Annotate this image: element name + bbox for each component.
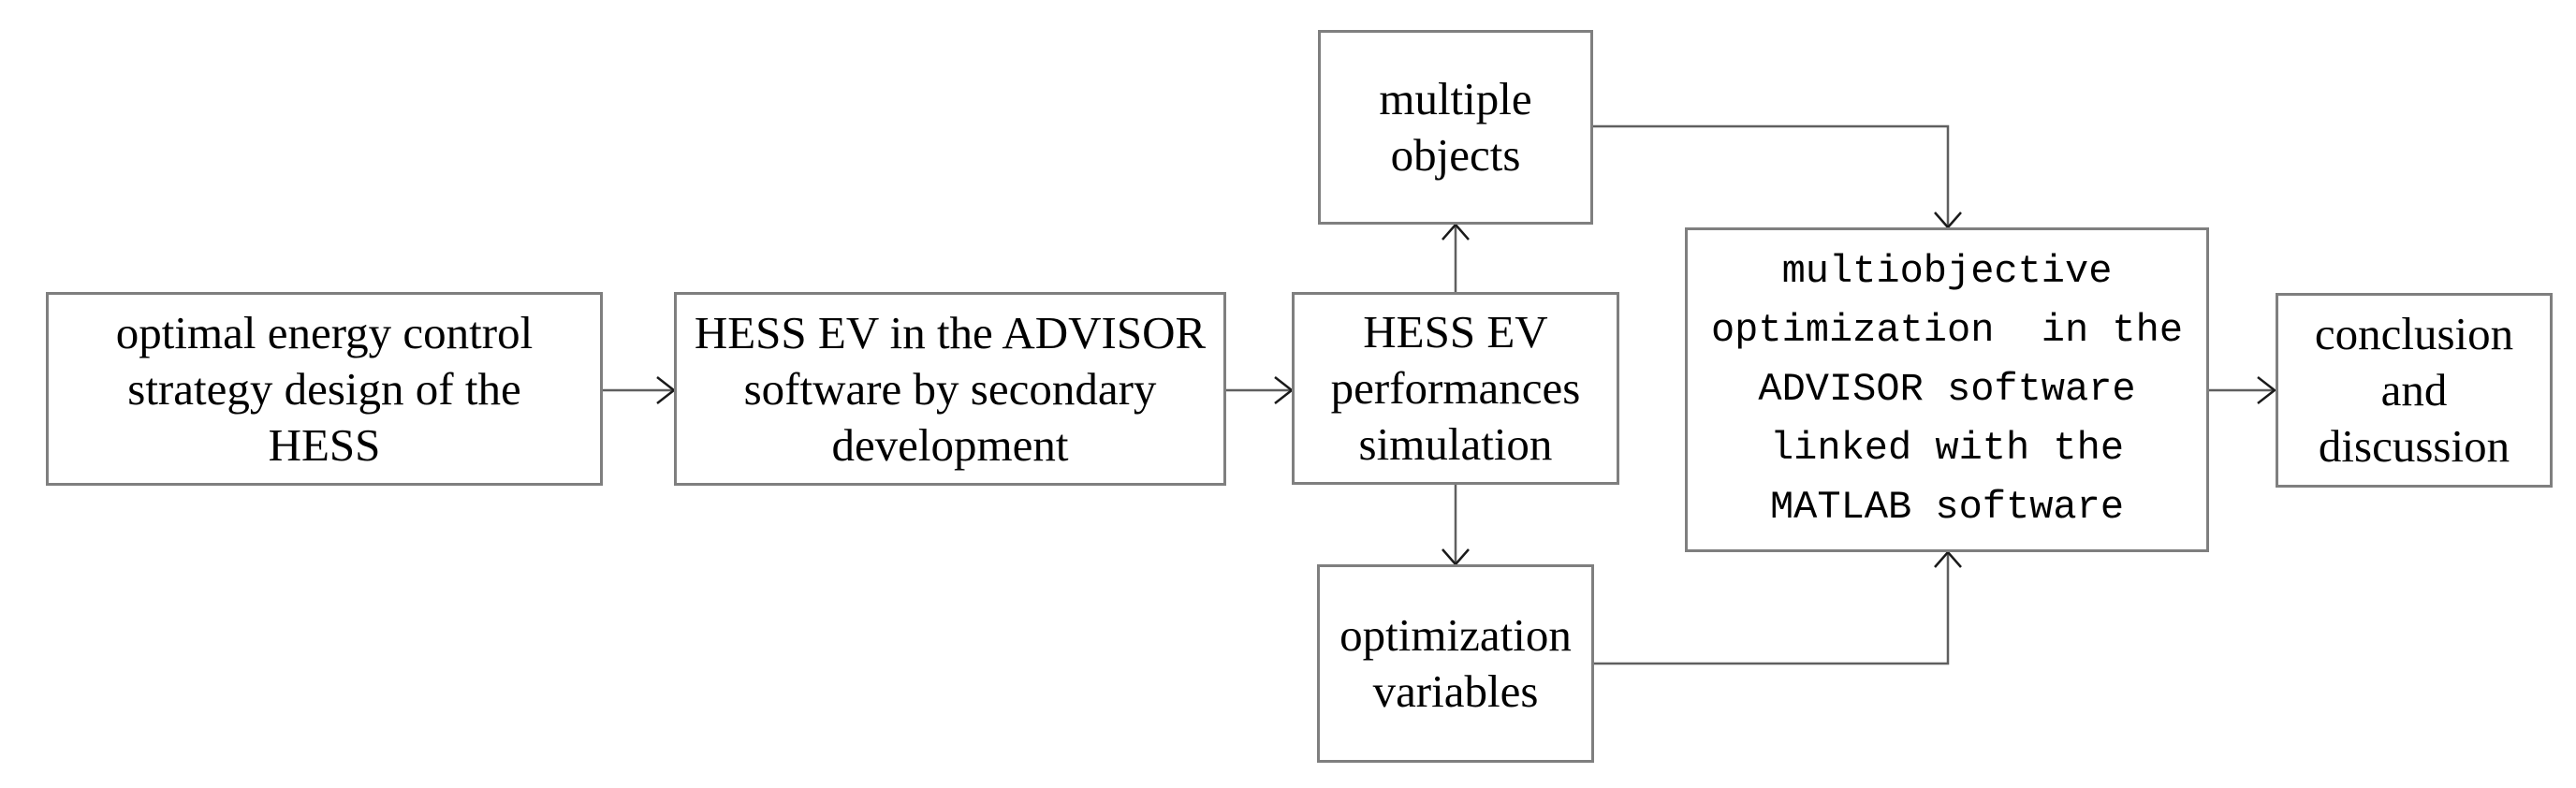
node-conclusion-discussion-label: conclusion and discussion	[2314, 308, 2514, 472]
node-optimal-energy-control: optimal energy control strategy design o…	[46, 292, 603, 486]
arrow-head-up-icon	[1442, 223, 1470, 241]
node-hess-ev-advisor-development: HESS EV in the ADVISOR software by secon…	[674, 292, 1226, 486]
edge-optimization-variables-to-multiobjective	[1594, 554, 1950, 665]
node-hess-ev-performances-simulation: HESS EV performances simulation	[1292, 292, 1619, 485]
arrow-head-up-icon	[1934, 550, 1962, 568]
node-multiobjective-optimization-label: multiobjective optimization in the ADVIS…	[1710, 249, 2184, 530]
node-multiobjective-optimization: multiobjective optimization in the ADVIS…	[1685, 227, 2209, 552]
node-optimal-energy-control-label: optimal energy control strategy design o…	[115, 306, 534, 471]
edge-multiple-objects-to-multiobjective	[1593, 124, 1950, 226]
arrow-head-right-icon	[2257, 376, 2277, 404]
node-optimization-variables-label: optimization variables	[1339, 609, 1572, 717]
node-conclusion-discussion: conclusion and discussion	[2276, 293, 2553, 488]
node-multiple-objects-label: multiple objects	[1379, 73, 1532, 181]
node-hess-ev-performances-simulation-label: HESS EV performances simulation	[1330, 306, 1581, 470]
node-optimization-variables: optimization variables	[1317, 564, 1594, 763]
node-multiple-objects: multiple objects	[1318, 30, 1593, 225]
node-hess-ev-advisor-development-label: HESS EV in the ADVISOR software by secon…	[694, 306, 1207, 471]
